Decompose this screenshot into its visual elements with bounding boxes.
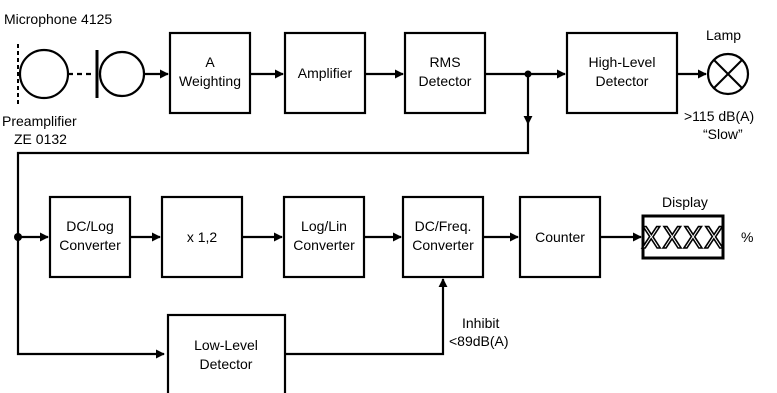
inhibit-wire — [285, 278, 448, 356]
amplifier-block: Amplifier — [283, 31, 367, 115]
display-readout: XXXX — [640, 214, 725, 260]
microphone-label: Microphone 4125 — [4, 11, 112, 27]
rms-detector-label-1: RMS — [429, 54, 460, 70]
lamp-icon — [706, 52, 750, 96]
dc-freq-label-2: Converter — [412, 237, 474, 253]
low-level-label-1: Low-Level — [194, 337, 258, 353]
dc-freq-converter-block: DC/Freq. Converter — [401, 195, 485, 279]
microphone-icon — [18, 48, 70, 100]
dc-freq-label-1: DC/Freq. — [415, 218, 472, 234]
low-level-detector-block: Low-Level Detector — [166, 313, 287, 393]
high-level-detector-label-2: Detector — [596, 73, 649, 89]
multiplier-block: x 1,2 — [160, 195, 244, 279]
preamplifier-label: Preamplifier — [2, 113, 77, 129]
counter-block: Counter — [518, 195, 602, 279]
dc-log-converter-block: DC/Log Converter — [48, 195, 132, 279]
high-level-detector-block: High-Level Detector — [565, 31, 679, 115]
a-weighting-label-1: A — [205, 54, 215, 70]
lamp-threshold-label: >115 dB(A) — [684, 108, 754, 124]
feedback-wire-to-low-level — [16, 124, 530, 359]
rms-detector-block: RMS Detector — [403, 31, 487, 115]
log-lin-converter-block: Log/Lin Converter — [282, 195, 366, 279]
lamp-mode-label: “Slow” — [703, 126, 743, 142]
log-lin-label-1: Log/Lin — [301, 218, 347, 234]
preamplifier-model-label: ZE 0132 — [14, 131, 67, 147]
percent-label: % — [741, 229, 753, 245]
display-label: Display — [662, 194, 708, 210]
inhibit-label: Inhibit — [462, 315, 499, 331]
high-level-detector-label-1: High-Level — [589, 54, 656, 70]
a-weighting-label-2: Weighting — [179, 73, 241, 89]
log-lin-label-2: Converter — [293, 237, 355, 253]
dc-log-label-1: DC/Log — [66, 218, 113, 234]
rms-detector-label-2: Detector — [419, 73, 472, 89]
amplifier-label: Amplifier — [298, 65, 353, 81]
a-weighting-block: A Weighting — [168, 31, 252, 115]
lamp-label: Lamp — [706, 27, 741, 43]
low-level-label-2: Detector — [200, 356, 253, 372]
counter-label: Counter — [535, 229, 585, 245]
multiplier-label: x 1,2 — [187, 229, 218, 245]
inhibit-threshold-label: <89dB(A) — [449, 333, 509, 349]
preamplifier-icon — [98, 50, 146, 98]
dc-log-label-2: Converter — [59, 237, 121, 253]
display-value: XXXX — [641, 221, 724, 255]
